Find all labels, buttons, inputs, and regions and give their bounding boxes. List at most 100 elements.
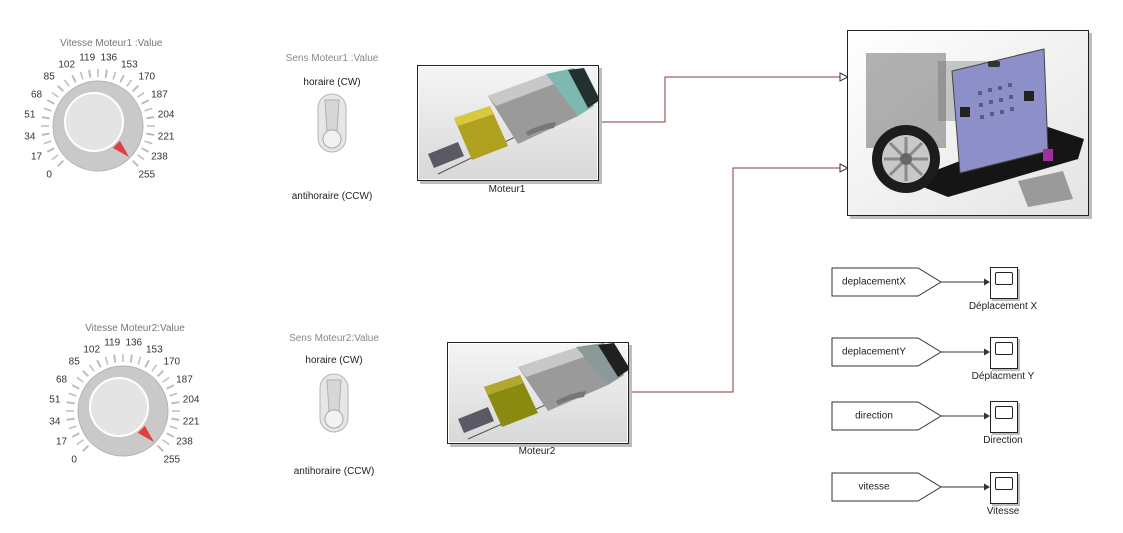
knob2-tick-mark bbox=[129, 354, 133, 363]
knob2-tick-mark bbox=[156, 444, 165, 453]
switch2-bottom-label: antihoraire (CCW) bbox=[293, 466, 375, 477]
from-tag-vitesse[interactable] bbox=[831, 472, 942, 502]
knob1-tick-mark bbox=[46, 147, 55, 153]
knob1-tick-label: 204 bbox=[157, 109, 175, 121]
knob2-tick-label: 51 bbox=[49, 394, 61, 406]
knob2-tick-mark bbox=[166, 432, 175, 438]
knob1-tick-mark bbox=[43, 140, 52, 145]
knob2-tick-mark bbox=[104, 356, 109, 365]
knob1-title: Vitesse Moteur1 :Value bbox=[60, 38, 163, 49]
scope-label: Vitesse bbox=[986, 506, 1020, 517]
knob1-tick-mark bbox=[131, 84, 140, 93]
knob2-tick-label: 85 bbox=[68, 356, 80, 368]
knob2-tick-label: 102 bbox=[83, 344, 101, 356]
knob1-tick-mark bbox=[56, 84, 65, 93]
knob2-tick-mark bbox=[151, 364, 158, 372]
knob1-tick-label: 17 bbox=[30, 151, 43, 163]
line-moteur1-robot[interactable] bbox=[598, 76, 840, 123]
knob1-tick-mark bbox=[71, 74, 77, 83]
knob1-tick-label: 85 bbox=[43, 71, 55, 83]
knob1-tick-mark bbox=[137, 154, 145, 161]
switch2-title: Sens Moteur2:Value bbox=[289, 333, 379, 344]
switch2-top-label: horaire (CW) bbox=[305, 355, 363, 366]
scope-screen bbox=[995, 272, 1013, 285]
knob2-tick-mark bbox=[166, 384, 175, 390]
knob2-tick-mark bbox=[71, 384, 80, 390]
knob1-tick-mark bbox=[146, 132, 155, 136]
knob2-tick-mark bbox=[156, 369, 165, 378]
knob2-tick-label: 255 bbox=[163, 454, 181, 466]
knob2-tick-label: 170 bbox=[163, 356, 181, 368]
robot-icon bbox=[848, 31, 1088, 215]
knob2-tick-mark bbox=[113, 354, 117, 363]
knob1-tick-label: 187 bbox=[151, 89, 168, 101]
switch1-top-label: horaire (CW) bbox=[303, 77, 361, 88]
toggle-switch-moteur2[interactable] bbox=[316, 372, 352, 436]
arrow-icon bbox=[984, 278, 990, 286]
knob2-knob-cap[interactable] bbox=[89, 377, 149, 437]
scope-icon[interactable] bbox=[990, 267, 1018, 299]
from-tag-direction[interactable] bbox=[831, 401, 942, 431]
robot-input2-port bbox=[839, 163, 850, 173]
knob1-tick-mark bbox=[137, 91, 145, 98]
knob2-tick-label: 238 bbox=[176, 436, 193, 448]
knob1-tick-mark bbox=[141, 147, 150, 153]
scope-screen bbox=[995, 406, 1013, 419]
from-tag-label: direction bbox=[855, 410, 893, 422]
line-moteur2-robot[interactable] bbox=[628, 167, 840, 393]
knob1-tick-mark bbox=[141, 99, 150, 105]
knob2-tick-mark bbox=[71, 432, 80, 438]
knob2-tick-mark bbox=[144, 359, 150, 368]
knob1-tick-label: 119 bbox=[79, 52, 96, 64]
knob1-tick-mark bbox=[41, 132, 50, 136]
motor2-block[interactable] bbox=[447, 342, 629, 444]
knob2-tick-label: 136 bbox=[125, 337, 143, 349]
knob2-tick-mark bbox=[162, 376, 170, 383]
knob1-tick-label: 170 bbox=[138, 71, 156, 83]
knob1-tick-label: 221 bbox=[157, 131, 175, 143]
knob2-tick-mark bbox=[171, 417, 180, 421]
knob2-tick-label: 204 bbox=[182, 394, 200, 406]
robot-block[interactable] bbox=[847, 30, 1089, 216]
knob1-tick-mark bbox=[144, 107, 153, 112]
from-tag-deplacementX[interactable] bbox=[831, 267, 942, 297]
knob1-tick-mark bbox=[51, 91, 59, 98]
knob1-knob-cap[interactable] bbox=[64, 92, 124, 152]
knob2-tick-mark bbox=[68, 392, 77, 397]
from-tag-label: deplacementX bbox=[842, 276, 906, 288]
from-tag-deplacementY[interactable] bbox=[831, 337, 942, 367]
scope-icon[interactable] bbox=[990, 472, 1018, 504]
knob2-tick-mark bbox=[171, 401, 180, 405]
knob1-tick-mark bbox=[41, 116, 50, 120]
knob2-tick-mark bbox=[76, 376, 84, 383]
scope-icon[interactable] bbox=[990, 337, 1018, 369]
toggle-switch-moteur1[interactable] bbox=[314, 92, 350, 156]
knob2-tick-mark bbox=[137, 356, 142, 365]
knob2-tick-label: 119 bbox=[104, 337, 121, 349]
knob1-tick-label: 255 bbox=[138, 169, 156, 181]
knob2-tick-mark bbox=[66, 401, 75, 405]
from-tag-label: deplacementY bbox=[842, 346, 906, 358]
knob2-tick-label: 68 bbox=[55, 374, 68, 386]
arrow-icon bbox=[984, 412, 990, 420]
knob1-tick-mark bbox=[63, 79, 70, 87]
knob1-tick-mark bbox=[46, 99, 55, 105]
knob1-tick-mark bbox=[144, 140, 153, 145]
arrow-icon bbox=[984, 348, 990, 356]
knob2-tick-mark bbox=[81, 444, 90, 453]
switch1-title: Sens Moteur1 :Value bbox=[285, 53, 379, 64]
motor1-block[interactable] bbox=[417, 65, 599, 181]
knob2-needle bbox=[137, 425, 155, 443]
motor1-label: Moteur1 bbox=[488, 184, 526, 195]
knob2-tick-mark bbox=[81, 369, 90, 378]
scope-label: Direction bbox=[983, 435, 1023, 446]
knob2-tick-mark bbox=[66, 417, 75, 421]
knob1-tick-label: 102 bbox=[58, 59, 76, 71]
knob2-tick-mark bbox=[96, 359, 102, 368]
scope-icon[interactable] bbox=[990, 401, 1018, 433]
